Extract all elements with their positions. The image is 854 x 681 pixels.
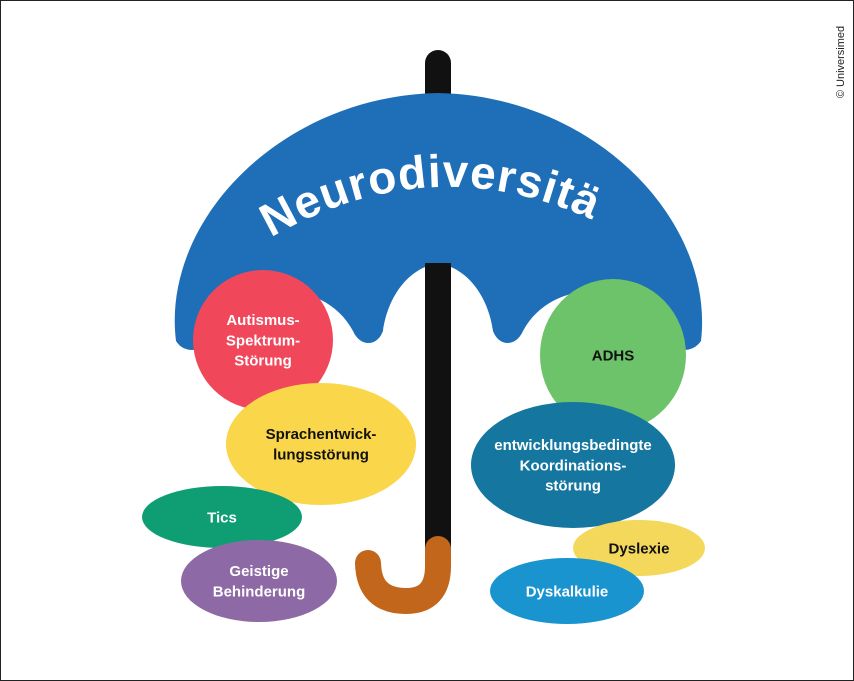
condition-autism: Autismus- Spektrum- Störung [193,270,333,410]
condition-language: Sprachentwick-lungsstörung [226,383,416,505]
condition-tics: Tics [142,486,302,548]
condition-dyscalculia: Dyskalkulie [490,558,644,624]
condition-coordination-bubble [471,402,675,528]
condition-dyslexia-bubble [573,520,705,576]
condition-autism-label: Störung [234,353,292,370]
condition-dyscalculia-label: Dyskalkulie [526,583,609,600]
condition-intellectual-label: Geistige [229,563,288,580]
condition-bubbles: Autismus- Spektrum- StörungSprachentwick-l… [142,270,705,624]
umbrella-handle [355,536,451,615]
condition-coordination-label: Koordinations- [520,457,627,474]
condition-coordination-label: entwicklungsbedingte [494,437,652,454]
condition-tics-label: Tics [207,509,237,526]
condition-language-label: lungsstörung [273,446,369,463]
condition-intellectual-bubble [181,540,337,622]
condition-adhd-bubble [540,279,686,431]
condition-language-label: Sprachentwick- [266,426,377,443]
condition-coordination-label: störung [545,478,601,495]
condition-dyscalculia-bubble [490,558,644,624]
copyright-text: © Universimed [835,25,848,99]
condition-dyslexia: Dyslexie [573,520,705,576]
condition-coordination: entwicklungsbedingteKoordinations-störun… [471,402,675,528]
umbrella-shaft [425,263,451,553]
condition-dyslexia-label: Dyslexie [609,540,670,557]
condition-adhd: ADHS [540,279,686,431]
condition-autism-label: Autismus- [226,312,299,329]
condition-autism-label: Spektrum- [226,332,300,349]
condition-adhd-label: ADHS [592,347,635,364]
condition-autism-bubble [193,270,333,410]
condition-language-bubble [226,383,416,505]
condition-intellectual-label: Behinderung [213,583,306,600]
condition-tics-bubble [142,486,302,548]
copyright-notice: © Universimed [823,19,853,105]
